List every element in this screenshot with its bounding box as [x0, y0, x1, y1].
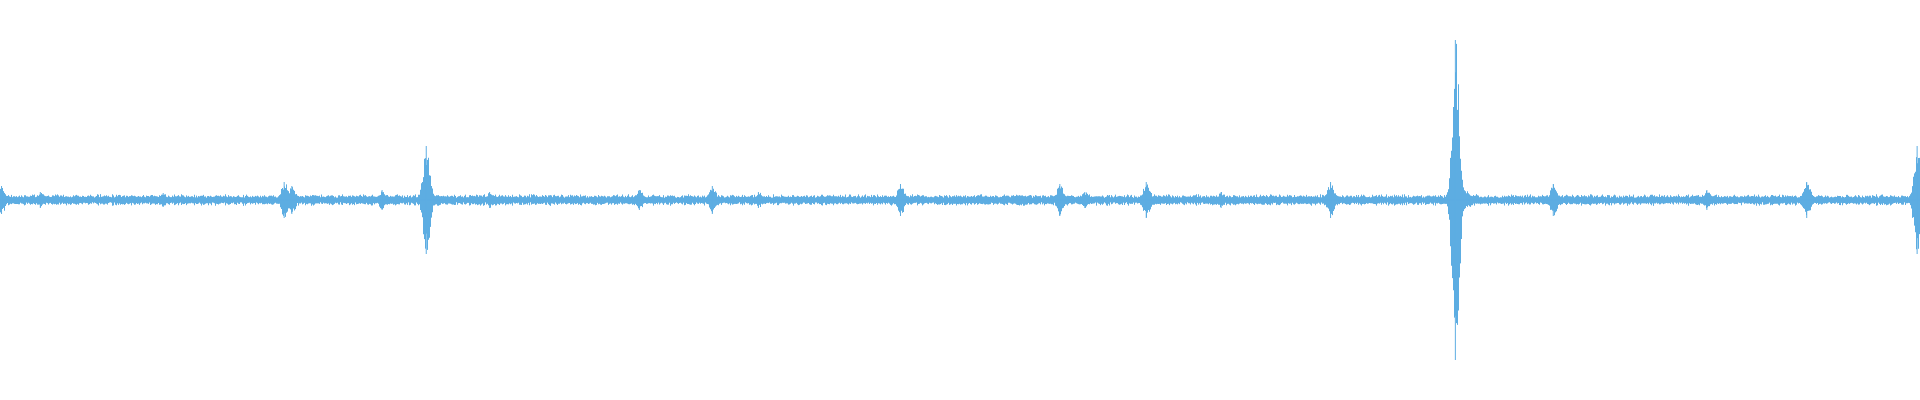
waveform-amplitude-path: [0, 43, 1920, 325]
waveform-trace: [0, 40, 1920, 360]
